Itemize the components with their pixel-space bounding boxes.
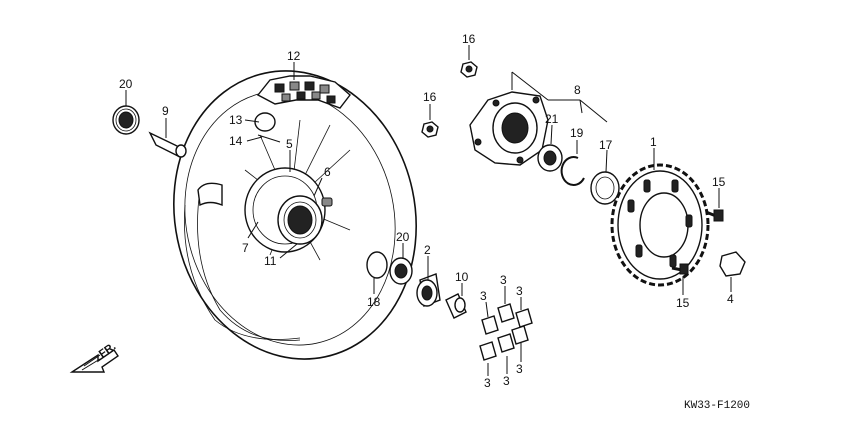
callout-12: 12 [287,49,301,63]
sprocket-nut [719,251,746,277]
callout-14: 14 [229,134,243,148]
callout-8: 8 [574,83,581,97]
callout-18: 18 [367,295,381,309]
leader-lines [125,45,732,376]
bearing-right [389,257,413,285]
final-driven-flange [469,91,549,166]
callout-11: 11 [264,254,277,268]
bolt-upper [705,209,724,222]
damper-rubbers [479,303,533,361]
axle-collar [148,131,187,158]
driven-sprocket [610,163,710,287]
callout-5: 5 [286,137,293,151]
bearing-2 [416,273,441,307]
callout-6: 6 [324,165,331,179]
front-direction-arrow [69,349,119,373]
callout-4: 4 [727,292,734,306]
oil-seal [590,171,620,205]
tire-tread [256,75,351,109]
callout-10: 10 [455,270,469,284]
callout-9: 9 [162,104,169,118]
callout-labels: 20 9 12 13 14 5 6 7 11 16 16 8 21 19 17 … [119,32,734,390]
callout-16-mid: 16 [423,90,437,104]
nut-top [460,61,478,78]
callout-3-b: 3 [500,273,507,287]
callout-15-upper: 15 [712,175,726,189]
tire-tube [184,182,301,340]
callout-21: 21 [545,112,559,126]
o-ring [366,251,388,279]
callout-3-a: 3 [480,289,487,303]
callout-3-c: 3 [516,284,523,298]
bolt-lower [671,263,689,275]
diagram-code: KW33-F1200 [684,400,750,412]
callout-20-left: 20 [119,77,133,91]
callout-2: 2 [424,243,431,257]
nut-mid [421,121,439,138]
callout-3-d: 3 [484,376,491,390]
callout-17: 17 [599,138,613,152]
callout-1: 1 [650,135,657,149]
bearing-21 [537,144,563,172]
distance-collar [445,293,467,319]
callout-13: 13 [229,113,243,127]
bearing-left [112,105,140,135]
callout-7: 7 [242,241,249,255]
callout-20-right: 20 [396,230,410,244]
callout-16-top: 16 [462,32,476,46]
callout-3-e: 3 [503,374,510,388]
callout-3-f: 3 [516,362,523,376]
circlip [560,156,585,187]
rear-hub [244,167,333,253]
rim-band-valve [254,112,281,143]
callout-19: 19 [570,126,584,140]
callout-15-lower: 15 [676,296,690,310]
